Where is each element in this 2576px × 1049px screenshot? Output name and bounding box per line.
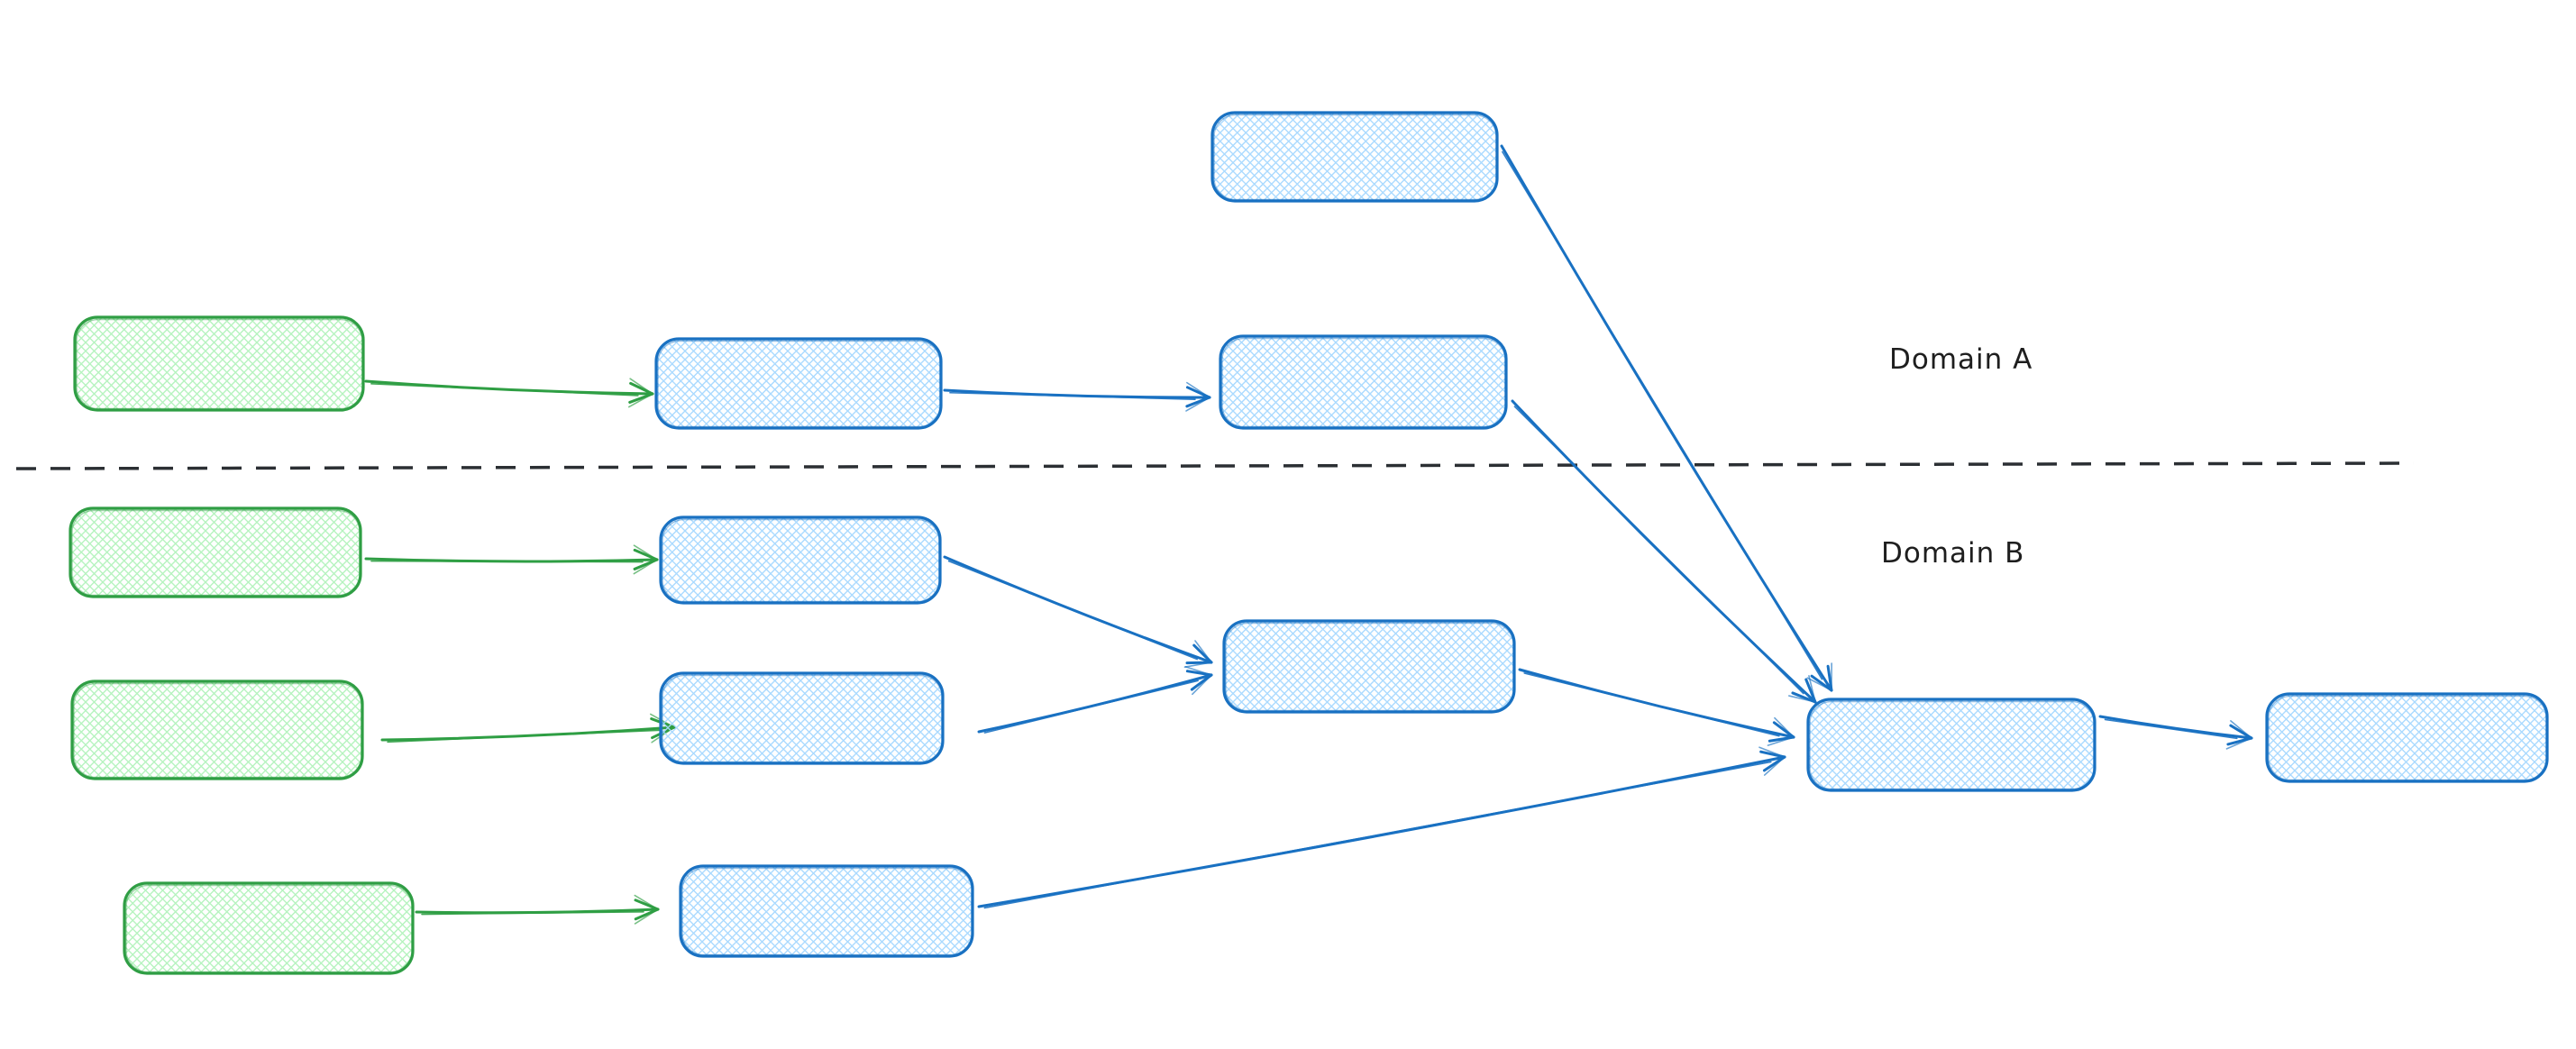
a-stage1-to-stage2-arrow[interactable] (943, 381, 1211, 412)
b-stage1c-to-hub-arrow[interactable] (977, 746, 1786, 909)
output-box[interactable] (2265, 692, 2549, 783)
box-sketch-outline (1213, 114, 1497, 201)
arrow-shaft-sketch (421, 910, 644, 916)
arrow-head (1185, 397, 1210, 412)
b-stage1b-to-merge-arrow[interactable] (977, 666, 1213, 734)
arrow-head (2225, 737, 2252, 750)
arrow-head (1767, 736, 1795, 746)
arrow-head (633, 544, 658, 561)
box-body (659, 671, 945, 765)
domain-a-label: Domain A (1889, 343, 2032, 376)
arrow-head (634, 908, 659, 925)
arrow-shaft-sketch (370, 560, 644, 563)
domain-b-source2-box[interactable] (70, 680, 364, 780)
box-sketch-outline (76, 318, 363, 410)
arrow-head (1763, 756, 1786, 776)
domain-b-source1-box[interactable] (69, 506, 362, 598)
hub-to-output-arrow[interactable] (2098, 715, 2253, 750)
domain-b-label: Domain B (1881, 537, 2024, 570)
box-sketch-outline (662, 674, 943, 763)
box-sketch-outline (657, 340, 941, 428)
domain-a-stage2-box[interactable] (1219, 334, 1508, 430)
arrow-head (634, 894, 659, 910)
arrow-head (1788, 695, 1816, 703)
box-sketch-outline (662, 518, 940, 603)
domain-b-stage1c-box[interactable] (679, 864, 974, 958)
arrow-shaft-sketch (949, 391, 1196, 400)
box-body (123, 881, 415, 975)
arrow-shaft (943, 555, 1213, 664)
box-sketch-outline (125, 884, 413, 973)
arrow-shaft-sketch (1513, 406, 1804, 695)
box-body (1806, 698, 2096, 792)
box-sketch-outline (1225, 622, 1514, 712)
domain-b-merge-box[interactable] (1222, 619, 1516, 714)
arrow-head (633, 559, 658, 575)
box-body (1222, 619, 1516, 714)
domain-divider-line (15, 461, 2415, 470)
domain-b-stage1a-box[interactable] (659, 515, 942, 605)
a-top-to-hub-arrow[interactable] (1500, 144, 1833, 692)
arrow-head (1806, 677, 1832, 691)
arrow-shaft-sketch (2104, 718, 2238, 740)
b-source2-to-stage1b-arrow[interactable] (380, 713, 676, 743)
box-sketch-outline (681, 867, 973, 956)
arrow-shaft (2098, 715, 2253, 740)
arrow-head (1774, 716, 1795, 738)
box-body (70, 680, 364, 780)
box-body (659, 515, 942, 605)
box-sketch-outline (2268, 695, 2547, 781)
box-sketch-outline (1221, 337, 1506, 428)
box-sketch-outline (73, 682, 362, 779)
b-stage1a-to-merge-arrow[interactable] (943, 555, 1213, 668)
arrow-shaft (364, 379, 654, 396)
hub-box[interactable] (1806, 698, 2096, 792)
arrow-head (1192, 674, 1212, 696)
box-body (69, 506, 362, 598)
b-merge-to-hub-arrow[interactable] (1518, 668, 1795, 746)
arrow-head (627, 393, 653, 408)
arrow-shaft (380, 725, 676, 742)
arrow-shaft-sketch (387, 729, 661, 743)
arrow-head (1184, 666, 1212, 676)
a-stage2-to-hub-arrow[interactable] (1511, 399, 1817, 704)
arrow-shaft (1511, 399, 1817, 704)
domain-a-top-box[interactable] (1210, 111, 1499, 203)
arrow-head (1186, 381, 1210, 398)
b-source1-to-stage1a-arrow[interactable] (364, 544, 659, 575)
box-sketch-outline (1809, 700, 2095, 790)
box-body (654, 337, 943, 430)
b-source3-to-stage1c-arrow[interactable] (415, 894, 660, 925)
arrow-head (1758, 746, 1786, 758)
box-body (1219, 334, 1508, 430)
box-body (2265, 692, 2549, 783)
arrow-head (1808, 675, 1816, 703)
arrow-shaft (1518, 668, 1795, 739)
arrow-shaft (977, 755, 1786, 908)
box-sketch-outline (71, 509, 361, 597)
box-body (679, 864, 974, 958)
arrow-shaft (977, 673, 1213, 734)
domain-b-stage1b-box[interactable] (659, 671, 945, 765)
arrow-shaft (1500, 144, 1833, 692)
a-source-to-stage1-arrow[interactable] (364, 378, 654, 408)
arrow-shaft-sketch (370, 383, 639, 397)
arrow-head (1183, 661, 1212, 668)
arrow-shaft-sketch (1502, 151, 1823, 680)
arrow-shaft-sketch (983, 680, 1199, 734)
arrow-shaft-sketch (983, 761, 1772, 909)
domain-a-stage1-box[interactable] (654, 337, 943, 430)
arrow-shaft-sketch (947, 560, 1198, 661)
box-body (1210, 111, 1499, 203)
arrow-head (629, 378, 653, 395)
arrow-head (2230, 720, 2252, 739)
box-body (73, 315, 365, 412)
arrow-shaft-sketch (1523, 672, 1780, 737)
arrow-head (1194, 640, 1212, 663)
domain-b-source3-box[interactable] (123, 881, 415, 975)
domain-a-source-box[interactable] (73, 315, 365, 412)
